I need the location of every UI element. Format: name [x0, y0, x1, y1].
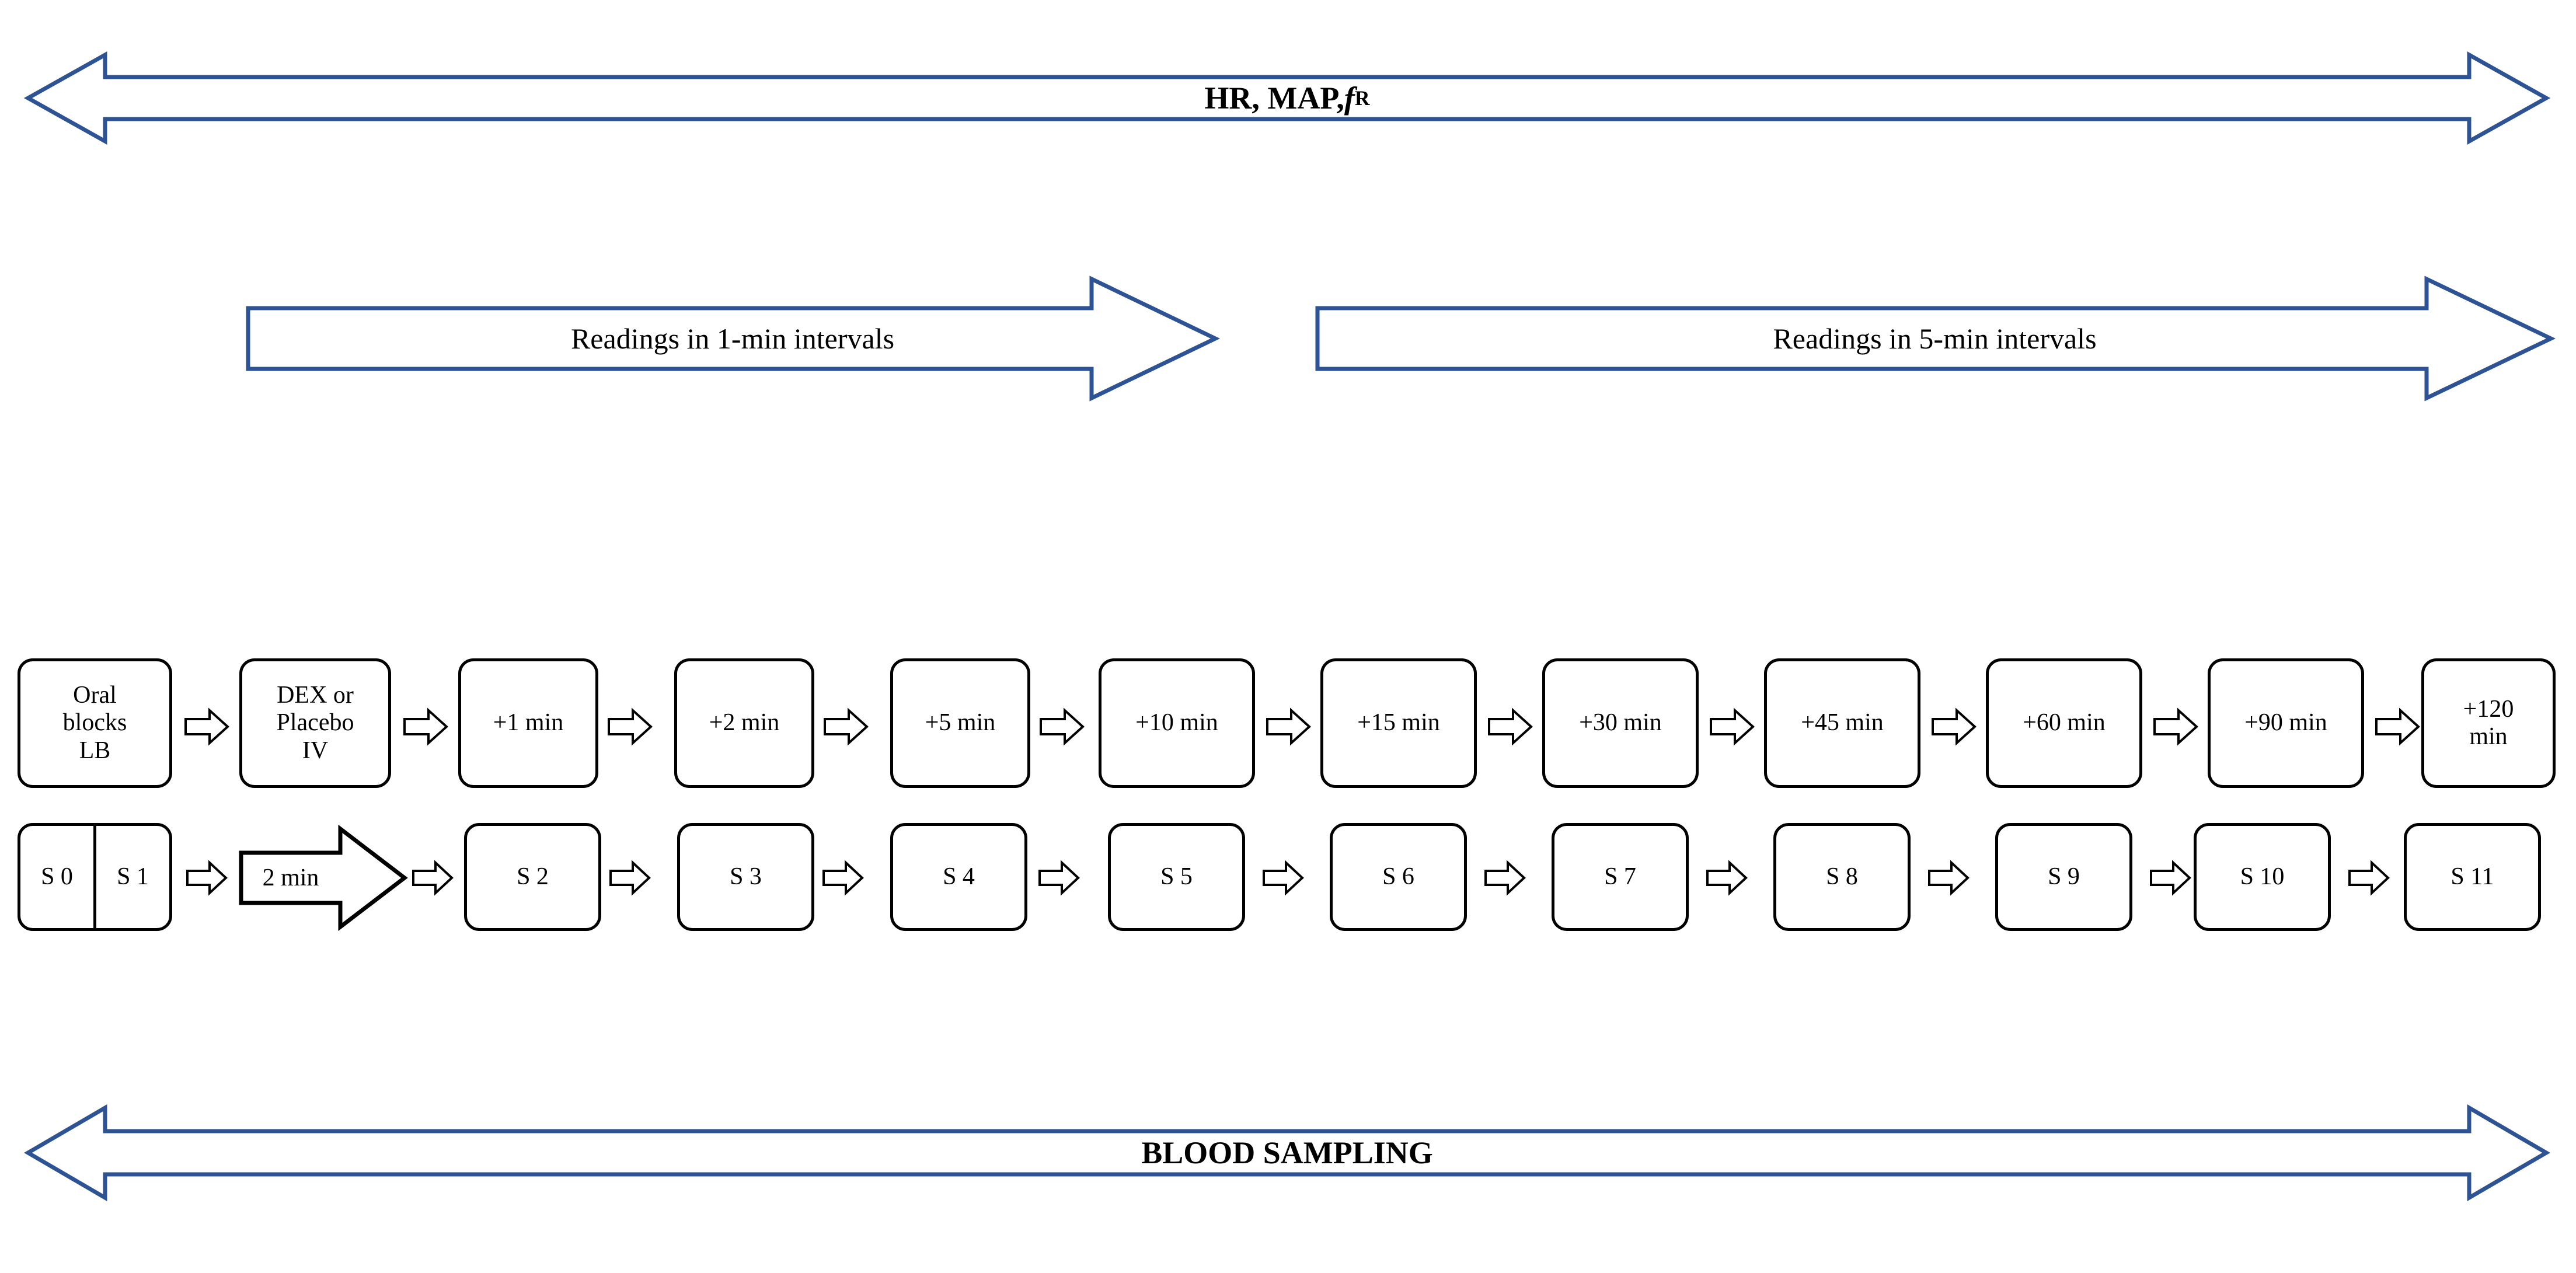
chevron-right-arrow-icon	[822, 860, 864, 896]
sampling-row: S 0 S 1 2 min S 2	[0, 820, 2576, 937]
chevron-right-arrow-icon	[1038, 860, 1080, 896]
timeline-step-line: min	[2469, 723, 2508, 750]
sample-box-s5[interactable]: S 5	[1108, 823, 1245, 931]
banner-label-lead: HR, MAP,	[1204, 81, 1344, 116]
chevron-right-arrow-icon	[1709, 707, 1755, 746]
timeline-step-line: DEX or	[277, 682, 354, 709]
sample-label: S 8	[1826, 863, 1858, 890]
timeline-step-line: +30 min	[1579, 709, 1662, 737]
sample-box-s2[interactable]: S 2	[464, 823, 601, 931]
timeline-step-plus-45-min[interactable]: +45 min	[1764, 658, 1920, 788]
chevron-right-arrow-icon	[607, 707, 653, 746]
timeline-step-line: +45 min	[1801, 709, 1884, 737]
chevron-right-arrow-icon	[1927, 860, 1970, 896]
sample-label: S 10	[2240, 863, 2285, 890]
timeline-step-line: Oral	[73, 682, 117, 709]
sample-box-s11[interactable]: S 11	[2404, 823, 2541, 931]
timeline-step-line: blocks	[62, 709, 127, 737]
sample-label: S 2	[517, 863, 549, 890]
interval-arrow-label: 2 min	[262, 864, 319, 891]
timeline-step-plus-120-min[interactable]: +120 min	[2421, 658, 2556, 788]
sample-label: S 0	[41, 863, 73, 890]
timeline-step-oral-blocks-lb[interactable]: Oral blocks LB	[18, 658, 172, 788]
timeline-row: Oral blocks LB DEX or Placebo IV +1	[0, 654, 2576, 794]
timeline-step-line: +10 min	[1135, 709, 1218, 737]
sample-box-s3[interactable]: S 3	[677, 823, 814, 931]
timeline-step-line: +90 min	[2244, 709, 2327, 737]
sample-box-s7[interactable]: S 7	[1552, 823, 1689, 931]
timeline-step-plus-1-min[interactable]: +1 min	[458, 658, 598, 788]
timeline-step-line: Placebo	[276, 709, 354, 737]
banner-readings-5min-label: Readings in 5-min intervals	[1773, 322, 2097, 355]
sample-s0[interactable]: S 0	[20, 826, 96, 928]
timeline-step-plus-2-min[interactable]: +2 min	[674, 658, 814, 788]
sample-s1[interactable]: S 1	[96, 826, 169, 928]
sample-box-s9[interactable]: S 9	[1995, 823, 2132, 931]
chevron-right-arrow-icon	[403, 707, 448, 746]
chevron-right-arrow-icon	[186, 860, 228, 896]
sample-label: S 9	[2048, 863, 2080, 890]
chevron-right-arrow-icon	[184, 707, 229, 746]
timeline-step-plus-90-min[interactable]: +90 min	[2208, 658, 2364, 788]
timeline-step-line: +15 min	[1357, 709, 1440, 737]
sample-label: S 3	[730, 863, 762, 890]
chevron-right-arrow-icon	[609, 860, 651, 896]
timeline-step-line: +60 min	[2023, 709, 2106, 737]
chevron-right-arrow-icon	[412, 860, 454, 896]
timeline-step-plus-15-min[interactable]: +15 min	[1320, 658, 1477, 788]
chevron-right-arrow-icon	[1039, 707, 1085, 746]
chevron-right-arrow-icon	[2149, 860, 2191, 896]
sample-box-s10[interactable]: S 10	[2194, 823, 2331, 931]
sample-label: S 11	[2450, 863, 2494, 890]
timeline-step-line: +5 min	[925, 709, 996, 737]
timeline-step-line: LB	[79, 737, 111, 764]
timeline-step-line: IV	[302, 737, 329, 764]
sample-label: S 6	[1382, 863, 1414, 890]
banner-readings-1min-label: Readings in 1-min intervals	[570, 322, 895, 355]
sample-box-s4[interactable]: S 4	[890, 823, 1027, 931]
sample-label: S 5	[1160, 863, 1193, 890]
chevron-right-arrow-icon	[2375, 707, 2420, 746]
sample-split-box-s0-s1[interactable]: S 0 S 1	[18, 823, 172, 931]
banner-label-subscript-r: R	[1354, 86, 1370, 110]
timeline-step-line: +1 min	[493, 709, 564, 737]
sample-label: S 1	[117, 863, 149, 890]
chevron-right-arrow-icon	[1931, 707, 1977, 746]
chevron-right-arrow-icon	[1484, 860, 1526, 896]
sample-label: S 4	[943, 863, 975, 890]
chevron-right-arrow-icon	[1706, 860, 1748, 896]
chevron-right-arrow-icon	[1487, 707, 1533, 746]
sample-box-s6[interactable]: S 6	[1330, 823, 1467, 931]
banner-label-italic-f: f	[1344, 81, 1355, 116]
timeline-step-dex-or-placebo-iv[interactable]: DEX or Placebo IV	[239, 658, 391, 788]
banner-blood-sampling: BLOOD SAMPLING	[23, 1103, 2551, 1202]
banner-blood-sampling-label: BLOOD SAMPLING	[1141, 1135, 1433, 1170]
chevron-right-arrow-icon	[2153, 707, 2198, 746]
chevron-right-arrow-icon	[2348, 860, 2390, 896]
interval-arrow-2-min[interactable]: 2 min	[238, 824, 408, 932]
timeline-step-plus-5-min[interactable]: +5 min	[890, 658, 1030, 788]
timeline-step-plus-30-min[interactable]: +30 min	[1542, 658, 1699, 788]
timeline-step-plus-60-min[interactable]: +60 min	[1986, 658, 2142, 788]
banner-readings-1min: Readings in 1-min intervals	[245, 274, 1221, 403]
chevron-right-arrow-icon	[1262, 860, 1304, 896]
banner-readings-5min: Readings in 5-min intervals	[1315, 274, 2556, 403]
chevron-right-arrow-icon	[1266, 707, 1311, 746]
timeline-step-line: +2 min	[709, 709, 780, 737]
timeline-step-plus-10-min[interactable]: +10 min	[1099, 658, 1255, 788]
timeline-step-line: +120	[2463, 695, 2514, 723]
chevron-right-arrow-icon	[823, 707, 869, 746]
sample-label: S 7	[1604, 863, 1636, 890]
sample-box-s8[interactable]: S 8	[1773, 823, 1911, 931]
